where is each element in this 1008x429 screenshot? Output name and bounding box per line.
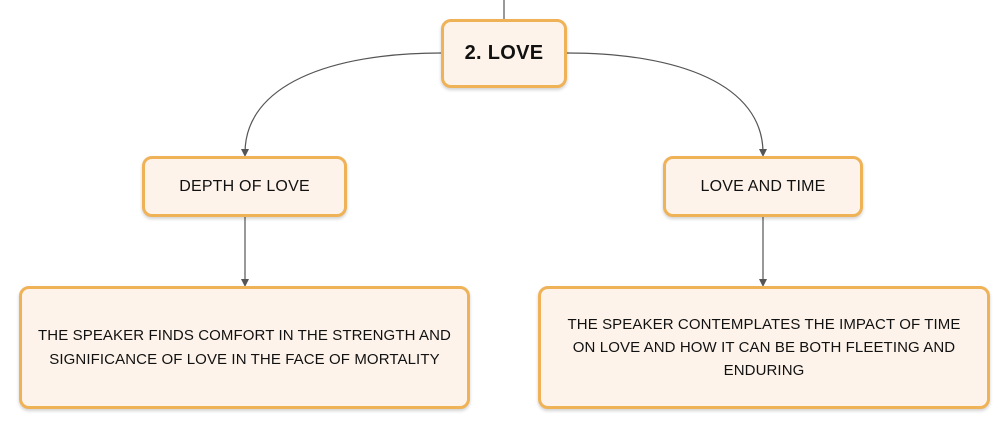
detail-node-text: THE SPEAKER CONTEMPLATES THE IMPACT OF T… [567, 315, 961, 380]
connector-root-to-love-and-time [566, 52, 767, 157]
root-node[interactable]: 2. LOVE [441, 19, 567, 88]
connector-root-to-depth-of-love [241, 52, 442, 157]
root-node-label: 2. LOVE [464, 42, 544, 64]
branch-node-label: DEPTH OF LOVE [179, 177, 310, 195]
detail-node-love-and-time[interactable]: THE SPEAKER CONTEMPLATES THE IMPACT OF T… [538, 286, 990, 409]
branch-node-depth-of-love[interactable]: DEPTH OF LOVE [142, 156, 347, 217]
detail-node-depth-of-love[interactable]: THE SPEAKER FINDS COMFORT IN THE STRENGT… [19, 286, 470, 409]
detail-node-text: THE SPEAKER FINDS COMFORT IN THE STRENGT… [38, 327, 451, 368]
branch-node-label: LOVE AND TIME [700, 177, 826, 195]
branch-node-love-and-time[interactable]: LOVE AND TIME [663, 156, 863, 217]
